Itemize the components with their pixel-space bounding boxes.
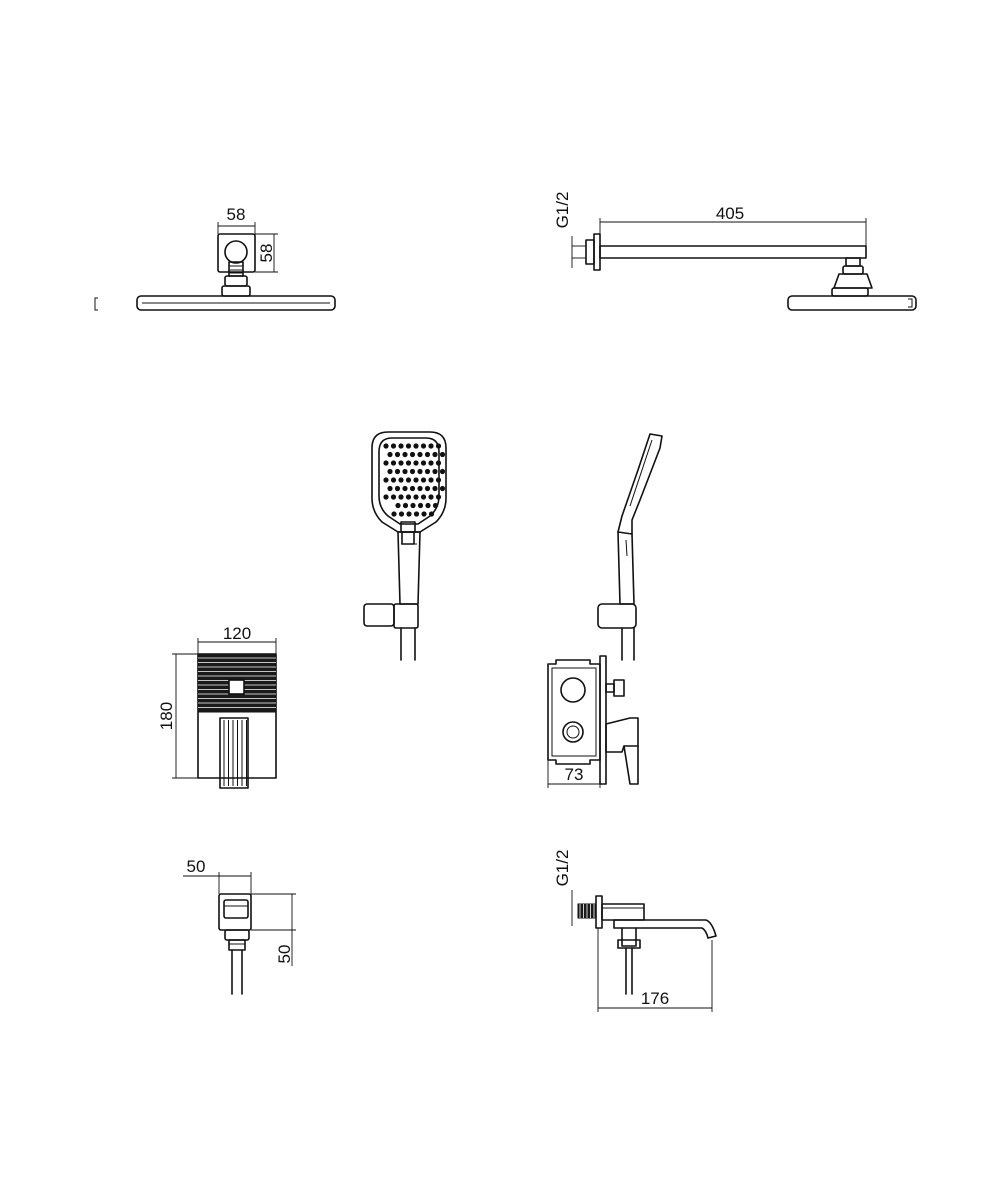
nozzle-dot: [435, 443, 442, 449]
nozzle-dot: [391, 511, 397, 517]
nozzle-dot: [398, 443, 404, 449]
nozzle-dot: [405, 460, 412, 466]
hand-shower-front-view: [363, 431, 447, 661]
nozzle-dot: [428, 511, 435, 517]
valve-height-label: 180: [157, 702, 176, 730]
nozzle-dot: [402, 485, 408, 492]
nozzle-dot: [405, 443, 412, 449]
nozzle-dot: [435, 477, 442, 483]
nozzle-dot: [383, 443, 389, 449]
nozzle-dot: [420, 460, 427, 466]
valve-depth-label: 73: [565, 765, 584, 784]
nozzle-dot: [398, 477, 404, 483]
nozzle-dot: [387, 451, 393, 458]
nozzle-dot: [439, 485, 446, 492]
head-width-label: 58: [227, 205, 246, 224]
nozzle-dot: [390, 460, 397, 466]
nozzle-dot: [406, 511, 412, 517]
nozzle-pattern: [383, 443, 446, 517]
nozzle-dot: [417, 468, 423, 475]
nozzle-dot: [439, 451, 446, 458]
nozzle-dot: [409, 451, 416, 458]
nozzle-dot: [428, 494, 434, 500]
nozzle-dot: [410, 502, 416, 509]
nozzle-dot: [394, 451, 401, 458]
nozzle-dot: [435, 460, 442, 466]
nozzle-dot: [424, 485, 431, 492]
nozzle-dot: [405, 494, 412, 500]
nozzle-dot: [428, 443, 434, 449]
nozzle-dot: [439, 468, 446, 475]
nozzle-dot: [432, 502, 439, 509]
nozzle-dot: [383, 460, 389, 466]
nozzle-dot: [432, 451, 438, 458]
bath-spout-view: G1/2 176: [553, 850, 717, 1012]
nozzle-dot: [420, 494, 427, 500]
nozzle-dot: [420, 477, 427, 483]
nozzle-dot: [420, 443, 427, 449]
head-height-label: 58: [257, 244, 276, 263]
nozzle-dot: [424, 451, 431, 458]
nozzle-dot: [409, 485, 416, 492]
nozzle-dot: [395, 502, 401, 509]
nozzle-dot: [402, 451, 408, 458]
nozzle-dot: [398, 460, 404, 466]
nozzle-dot: [383, 494, 389, 500]
shower-arm-side-view: G1/2 405: [553, 192, 917, 311]
mixer-side-view: 73: [547, 655, 639, 788]
nozzle-dot: [405, 477, 412, 483]
nozzle-dot: [390, 477, 397, 483]
nozzle-dot: [417, 451, 423, 458]
nozzle-dot: [432, 485, 438, 492]
nozzle-dot: [428, 477, 434, 483]
nozzle-dot: [390, 494, 397, 500]
nozzle-dot: [417, 502, 424, 509]
nozzle-dot: [428, 460, 434, 466]
nozzle-dot: [394, 485, 401, 492]
nozzle-dot: [435, 494, 442, 500]
nozzle-dot: [402, 502, 409, 509]
nozzle-dot: [398, 494, 404, 500]
thread-lines: [579, 904, 595, 918]
outlet-width-label: 50: [187, 857, 206, 876]
nozzle-dot: [413, 511, 420, 517]
arm-length-label: 405: [716, 204, 744, 223]
mixer-front-view: 120 180: [157, 624, 277, 789]
nozzle-dot: [425, 502, 431, 509]
nozzle-dot: [417, 485, 423, 492]
valve-width-label: 120: [223, 624, 251, 643]
nozzle-dot: [387, 468, 393, 475]
shower-head-front-view: 58 58: [94, 205, 336, 311]
arm-thread-label: G1/2: [553, 192, 572, 229]
nozzle-dot: [409, 468, 416, 475]
nozzle-dot: [413, 443, 419, 449]
wall-outlet-view: 50 50: [183, 857, 296, 995]
nozzle-dot: [398, 511, 405, 517]
nozzle-dot: [394, 468, 401, 475]
nozzle-dot: [421, 511, 427, 517]
hand-shower-side-view: [597, 433, 663, 661]
nozzle-dot: [390, 443, 397, 449]
spout-thread-label: G1/2: [553, 850, 572, 887]
lever-grooves: [223, 720, 247, 786]
nozzle-dot: [424, 468, 431, 475]
nozzle-dot: [402, 468, 408, 475]
nozzle-dot: [432, 468, 438, 475]
nozzle-dot: [413, 460, 419, 466]
nozzle-dot: [413, 494, 419, 500]
outlet-height-label: 50: [275, 945, 294, 964]
cover-grooves: [198, 657, 276, 708]
nozzle-dot: [387, 485, 393, 492]
nozzle-dot: [383, 477, 389, 483]
spout-length-label: 176: [641, 989, 669, 1008]
nozzle-dot: [413, 477, 419, 483]
